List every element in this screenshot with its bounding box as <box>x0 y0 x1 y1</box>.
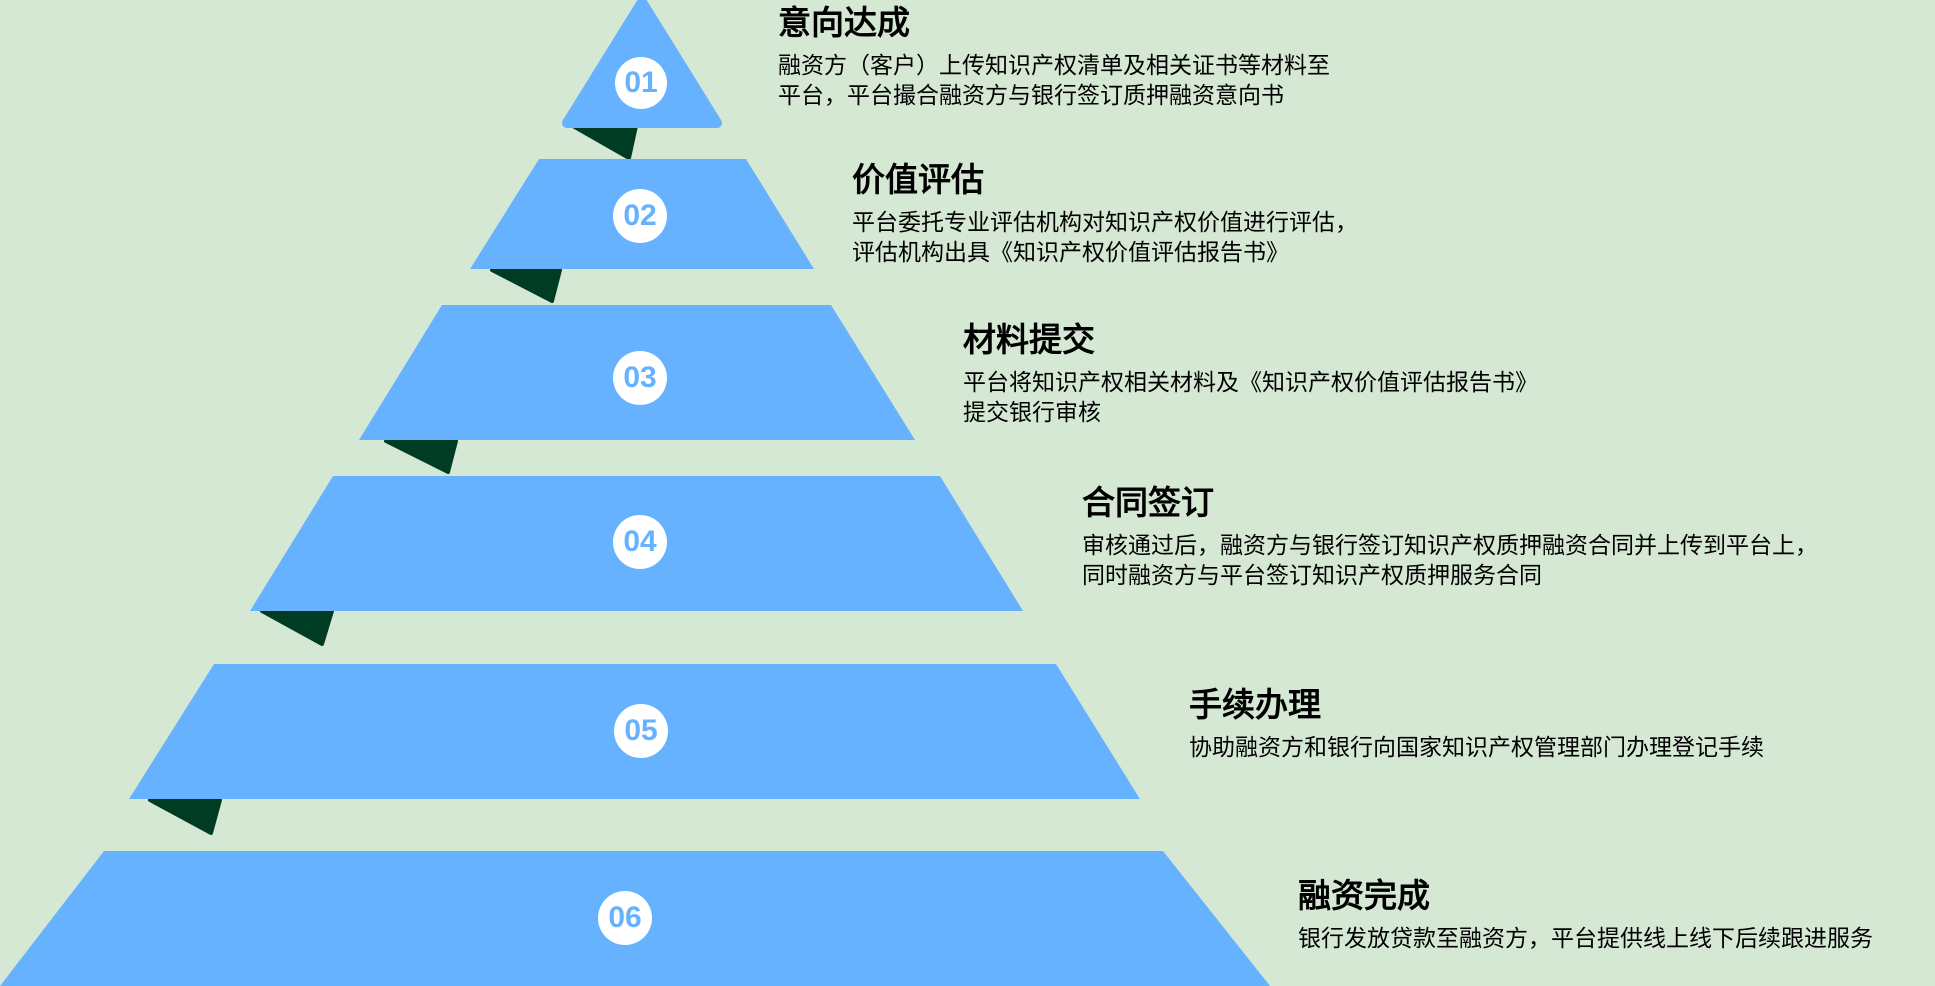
fold-5 <box>148 798 222 835</box>
fold-1 <box>571 124 638 160</box>
step-01-text: 意向达成融资方（客户）上传知识产权清单及相关证书等材料至平台，平台撮合融资方与银… <box>778 3 1330 111</box>
step-03-text: 材料提交平台将知识产权相关材料及《知识产权价值评估报告书》提交银行审核 <box>963 320 1538 428</box>
step-badge-03 <box>613 351 667 405</box>
step-number-06: 06 <box>608 901 641 934</box>
step-06-text: 融资完成银行发放贷款至融资方，平台提供线上线下后续跟进服务 <box>1298 876 1873 954</box>
step-number-01: 01 <box>624 66 657 99</box>
step-description: 审核通过后，融资方与银行签订知识产权质押融资合同并上传到平台上， 同时融资方与平台… <box>1082 531 1818 591</box>
step-title: 融资完成 <box>1298 876 1430 915</box>
step-number-05: 05 <box>624 714 657 747</box>
fold-3 <box>384 439 458 474</box>
pyramid-folds <box>148 124 638 835</box>
step-badge-01 <box>615 57 667 109</box>
step-05-text: 手续办理协助融资方和银行向国家知识产权管理部门办理登记手续 <box>1189 685 1764 763</box>
step-description-line: 银行发放贷款至融资方，平台提供线上线下后续跟进服务 <box>1298 926 1873 952</box>
step-description-line: 评估机构出具《知识产权价值评估报告书》 <box>852 240 1289 266</box>
step-description-line: 协助融资方和银行向国家知识产权管理部门办理登记手续 <box>1189 735 1764 761</box>
step-description-line: 审核通过后，融资方与银行签订知识产权质押融资合同并上传到平台上， <box>1082 533 1818 559</box>
pyramid-tiers <box>0 0 1270 986</box>
step-title: 意向达成 <box>778 3 910 42</box>
step-description: 银行发放贷款至融资方，平台提供线上线下后续跟进服务 <box>1298 924 1873 954</box>
step-04-text: 合同签订审核通过后，融资方与银行签订知识产权质押融资合同并上传到平台上， 同时融资… <box>1082 483 1818 591</box>
step-title: 手续办理 <box>1189 685 1321 724</box>
step-title: 材料提交 <box>963 320 1095 359</box>
step-description: 融资方（客户）上传知识产权清单及相关证书等材料至平台，平台撮合融资方与银行签订质… <box>778 51 1330 111</box>
pyramid-badges: 01 02 03 04 05 06 <box>598 57 668 945</box>
step-title: 价值评估 <box>852 160 984 199</box>
step-description-line: 平台委托专业评估机构对知识产权价值进行评估， <box>852 210 1358 236</box>
step-description-line: 平台，平台撮合融资方与银行签订质押融资意向书 <box>778 83 1284 109</box>
step-description-line: 同时融资方与平台签订知识产权质押服务合同 <box>1082 563 1542 589</box>
step-description-line: 平台将知识产权相关材料及《知识产权价值评估报告书》 <box>963 370 1538 396</box>
step-description-line: 融资方（客户）上传知识产权清单及相关证书等材料至 <box>778 53 1330 79</box>
step-badge-06 <box>598 891 652 945</box>
step-02-text: 价值评估平台委托专业评估机构对知识产权价值进行评估， 评估机构出具《知识产权价值评… <box>852 160 1358 268</box>
step-badge-04 <box>613 515 667 569</box>
step-badge-05 <box>614 704 668 758</box>
step-title: 合同签订 <box>1082 483 1214 522</box>
step-number-03: 03 <box>623 361 656 394</box>
step-number-04: 04 <box>623 525 657 558</box>
step-description-line: 提交银行审核 <box>963 400 1101 426</box>
step-description: 协助融资方和银行向国家知识产权管理部门办理登记手续 <box>1189 733 1764 763</box>
step-description: 平台委托专业评估机构对知识产权价值进行评估， 评估机构出具《知识产权价值评估报告书… <box>852 208 1358 268</box>
fold-4 <box>260 609 334 646</box>
step-badge-02 <box>613 189 667 243</box>
fold-2 <box>490 268 562 303</box>
step-number-02: 02 <box>623 199 656 232</box>
step-description: 平台将知识产权相关材料及《知识产权价值评估报告书》提交银行审核 <box>963 368 1538 428</box>
